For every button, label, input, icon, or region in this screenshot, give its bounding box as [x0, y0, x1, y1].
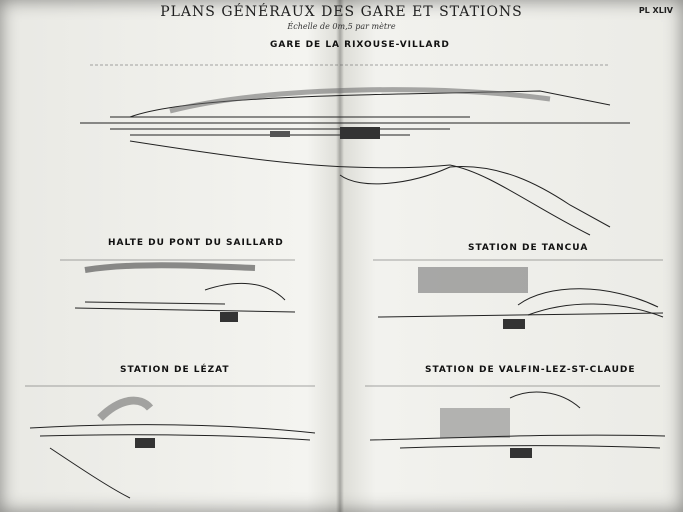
plan-saillard: [60, 259, 296, 322]
cutting: [440, 408, 510, 438]
cutting: [418, 267, 528, 293]
river-bend: [204, 282, 286, 301]
halt-building: [220, 312, 238, 322]
embankment: [169, 87, 551, 114]
station-building: [503, 319, 525, 329]
branch-line: [449, 164, 591, 236]
station-title-tancua: STATION DE TANCUA: [468, 243, 589, 253]
plan-rixouse: [80, 64, 630, 236]
siding-track: [39, 434, 311, 441]
hillside: [84, 262, 256, 273]
siding-track: [399, 445, 661, 449]
main-track: [369, 434, 666, 441]
goods-shed: [270, 131, 290, 137]
access-road: [49, 447, 131, 499]
station-title-lezat: STATION DE LÉZAT: [120, 365, 230, 375]
plan-lezat: [25, 385, 316, 499]
hillside: [509, 391, 581, 409]
station-title-saillard: HALTE DU PONT DU SAILLARD: [108, 238, 284, 248]
station-building: [135, 438, 155, 448]
rock-outcrop: [97, 396, 154, 421]
branch-line: [339, 166, 611, 228]
siding-track: [517, 288, 659, 308]
station-building: [510, 448, 532, 458]
station-title-valfin: STATION DE VALFIN-LEZ-ST-CLAUDE: [425, 365, 636, 375]
main-track: [377, 312, 664, 318]
main-track: [74, 307, 296, 313]
plate-number: PL XLIV: [638, 6, 673, 15]
plan-valfin: [365, 385, 666, 458]
siding-track: [527, 303, 664, 318]
book-gutter: [336, 0, 344, 512]
station-building: [340, 127, 380, 139]
plate-scale: Échelle de 0m,5 par mètre: [287, 22, 396, 31]
plan-tancua: [373, 259, 664, 329]
lower-road: [129, 140, 451, 169]
station-title-rixouse: GARE DE LA RIXOUSE-VILLARD: [270, 40, 450, 50]
main-track: [29, 424, 316, 434]
road: [84, 301, 226, 305]
plate-title: PLANS GÉNÉRAUX DES GARE ET STATIONS: [160, 4, 523, 20]
